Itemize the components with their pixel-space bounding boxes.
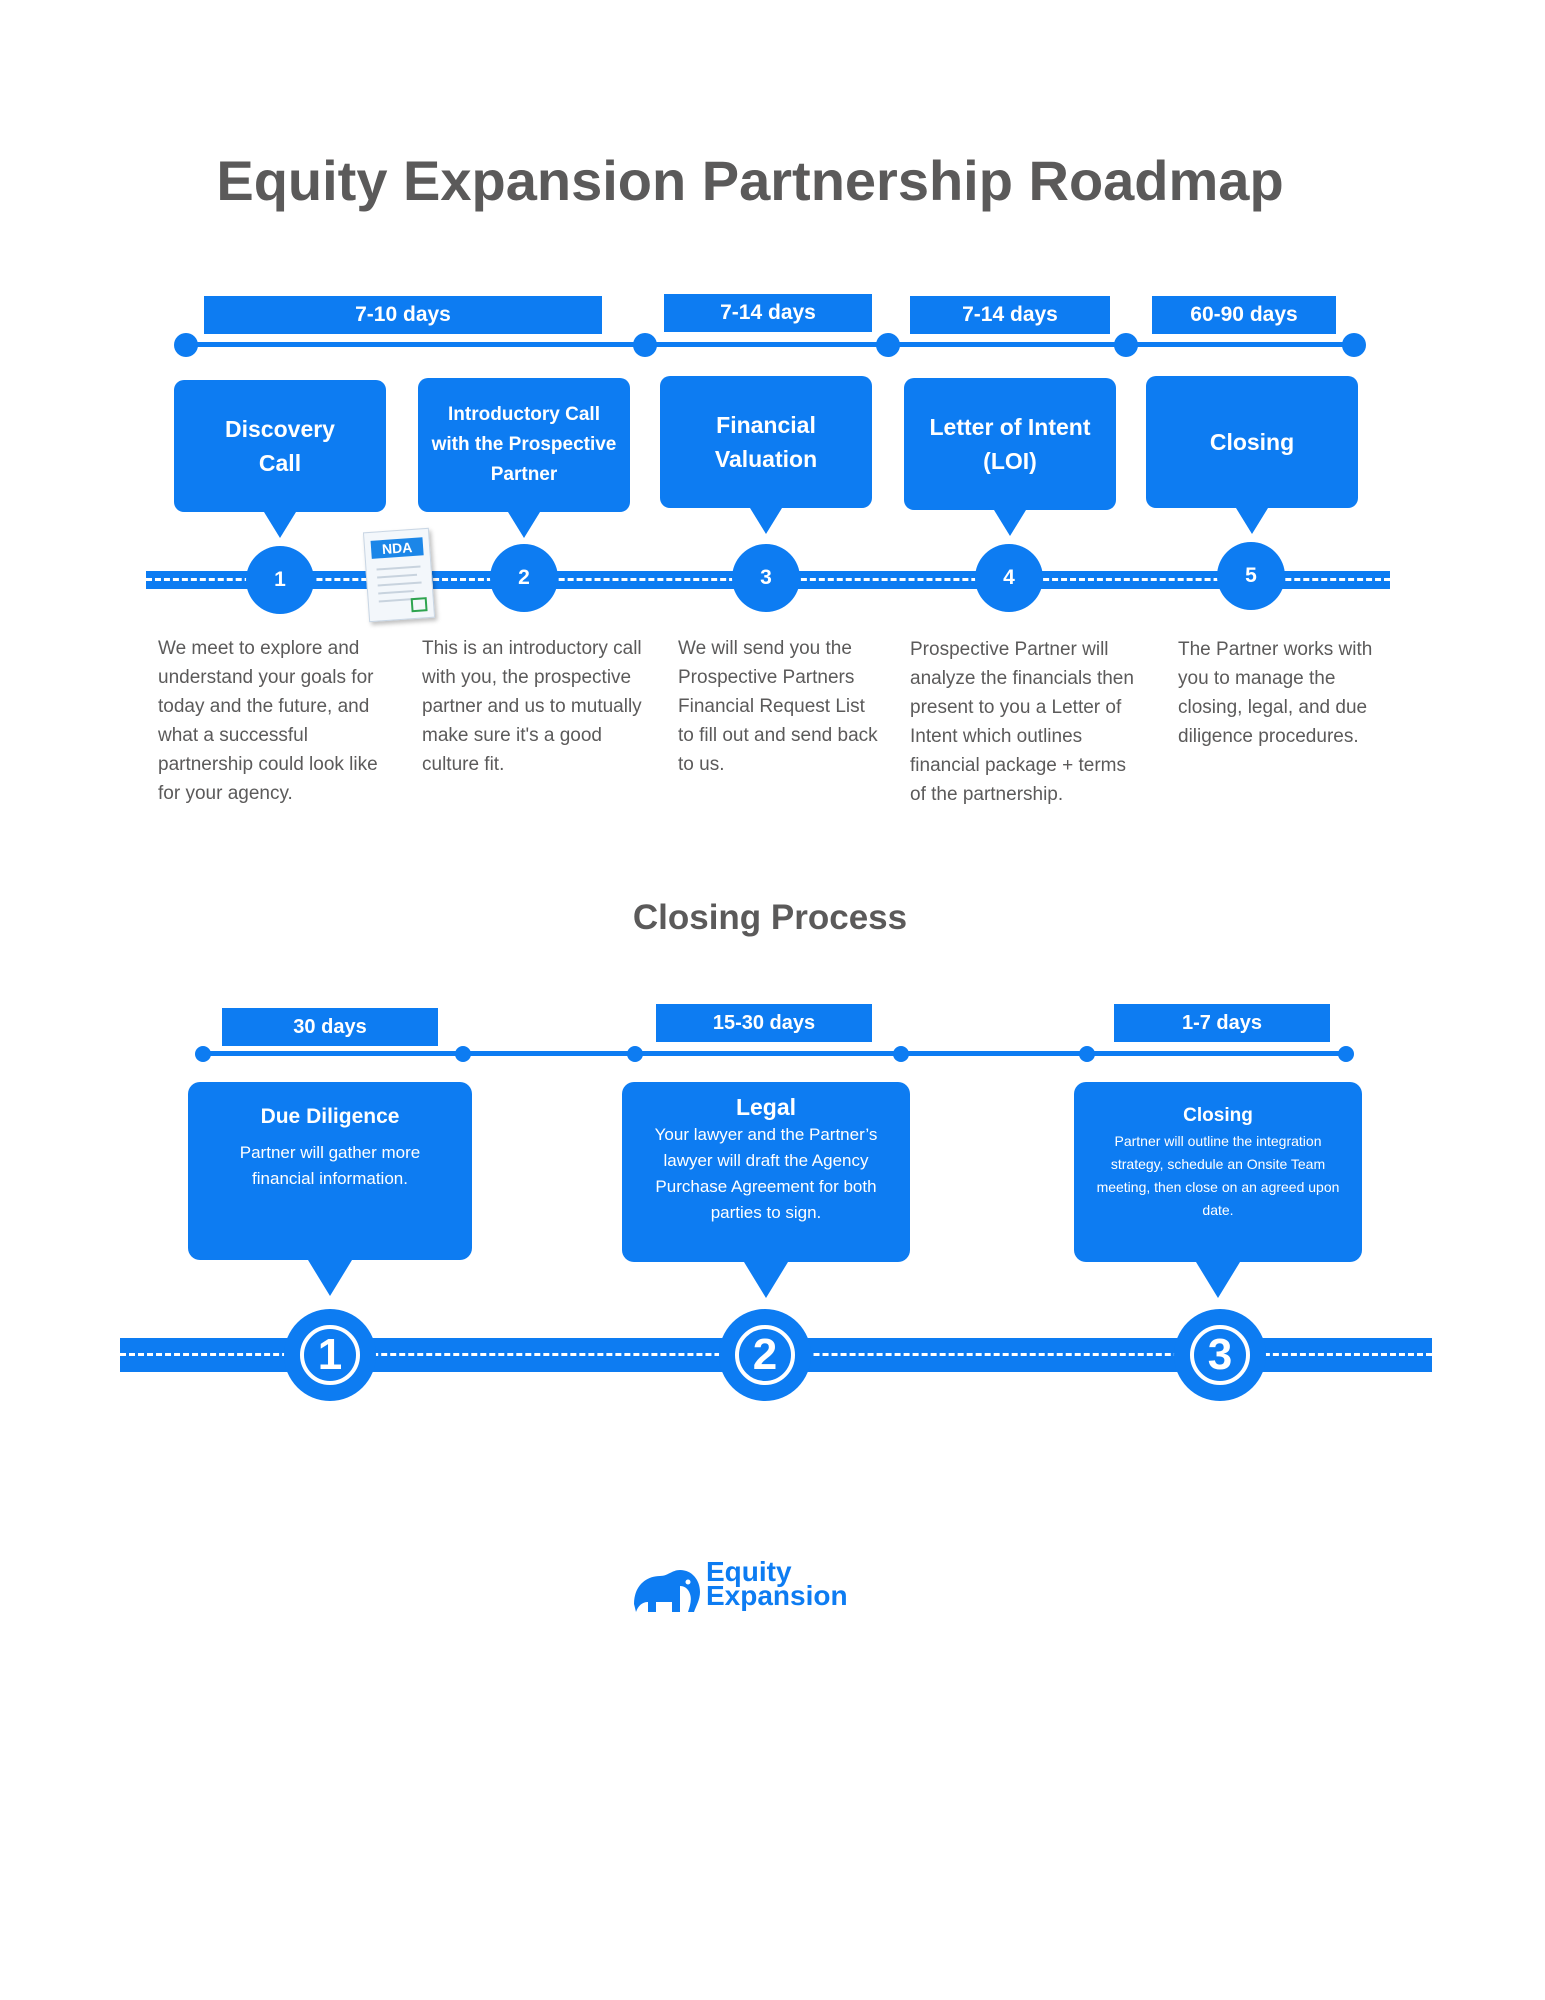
step-bubble-3: Financial Valuation <box>660 376 872 534</box>
step-node-1: 1 <box>246 546 314 614</box>
section-title: Closing Process <box>632 898 908 937</box>
closing-bubble-1: Due Diligence Partner will gather more f… <box>188 1082 472 1296</box>
step-description-4: Prospective Partner will analyze the fin… <box>910 639 1134 805</box>
closing-node-3: 3 <box>1174 1309 1266 1401</box>
closing-step-text: Partner will outline the integration str… <box>1096 1133 1340 1218</box>
step-node-5: 5 <box>1217 542 1285 610</box>
step-bubble-2: Introductory Call with the Prospective P… <box>418 378 630 538</box>
step-bubble-5: Closing <box>1146 376 1358 534</box>
logo-line2: Expansion <box>706 1580 848 1611</box>
step-description-1: We meet to explore and understand your g… <box>158 638 378 804</box>
elephant-icon <box>634 1570 700 1612</box>
step-node-2: 2 <box>490 544 558 612</box>
closing-step-heading: Legal <box>735 1094 797 1120</box>
closing-timeline-line <box>202 1051 1346 1056</box>
timeline-dot <box>633 333 657 357</box>
timeline-dot <box>876 333 900 357</box>
duration-bar-1: 7-10 days <box>204 296 602 334</box>
duration-bar-2: 7-14 days <box>664 294 872 332</box>
closing-timeline-dot <box>893 1046 909 1062</box>
closing-step-heading: Closing <box>1183 1105 1253 1126</box>
closing-bubble-2: Legal Your lawyer and the Partner’s lawy… <box>622 1082 910 1298</box>
closing-node-number: 1 <box>300 1325 360 1385</box>
closing-timeline-dot <box>1338 1046 1354 1062</box>
page-title: Equity Expansion Partnership Roadmap <box>216 149 1284 212</box>
closing-node-1: 1 <box>284 1309 376 1401</box>
step-label: Discovery Call <box>225 416 335 476</box>
step-label: Letter of Intent (LOI) <box>929 414 1091 474</box>
timeline-line <box>186 342 1354 347</box>
closing-node-2: 2 <box>719 1309 811 1401</box>
step-node-4: 4 <box>975 544 1043 612</box>
closing-node-number: 2 <box>735 1325 795 1385</box>
step-bubble-1: Discovery Call <box>174 380 386 538</box>
step-description-5: The Partner works with you to manage the… <box>1178 639 1373 747</box>
closing-step-text: Partner will gather more financial infor… <box>239 1143 421 1188</box>
closing-timeline-dot <box>195 1046 211 1062</box>
timeline-dot <box>1114 333 1138 357</box>
closing-timeline-dot <box>627 1046 643 1062</box>
step-bubble-4: Letter of Intent (LOI) <box>904 378 1116 536</box>
nda-label: NDA <box>370 537 424 559</box>
closing-duration-2: 15-30 days <box>656 1004 872 1042</box>
check-icon <box>410 597 428 613</box>
closing-step-heading: Due Diligence <box>260 1105 400 1128</box>
closing-node-number: 3 <box>1190 1325 1250 1385</box>
logo-line1: Equity <box>706 1556 792 1587</box>
step-description-3: We will send you the Prospective Partner… <box>678 638 878 775</box>
step-label: Financial Valuation <box>714 412 818 472</box>
logo: Equity Expansion <box>630 1556 870 1616</box>
timeline-dot <box>1342 333 1366 357</box>
step-label: Closing <box>1209 429 1295 455</box>
closing-timeline-dot <box>455 1046 471 1062</box>
timeline-dot <box>174 333 198 357</box>
step-node-3: 3 <box>732 544 800 612</box>
closing-timeline-dot <box>1079 1046 1095 1062</box>
closing-duration-1: 30 days <box>222 1008 438 1046</box>
closing-bubble-3: Closing Partner will outline the integra… <box>1074 1082 1362 1298</box>
step-label: Introductory Call with the Prospective P… <box>431 404 617 485</box>
nda-document-icon: NDA <box>362 527 436 623</box>
closing-duration-3: 1-7 days <box>1114 1004 1330 1042</box>
duration-bar-4: 60-90 days <box>1152 296 1336 334</box>
step-description-2: This is an introductory call with you, t… <box>422 638 642 775</box>
duration-bar-3: 7-14 days <box>910 296 1110 334</box>
closing-step-text: Your lawyer and the Partner’s lawyer wil… <box>654 1125 878 1222</box>
